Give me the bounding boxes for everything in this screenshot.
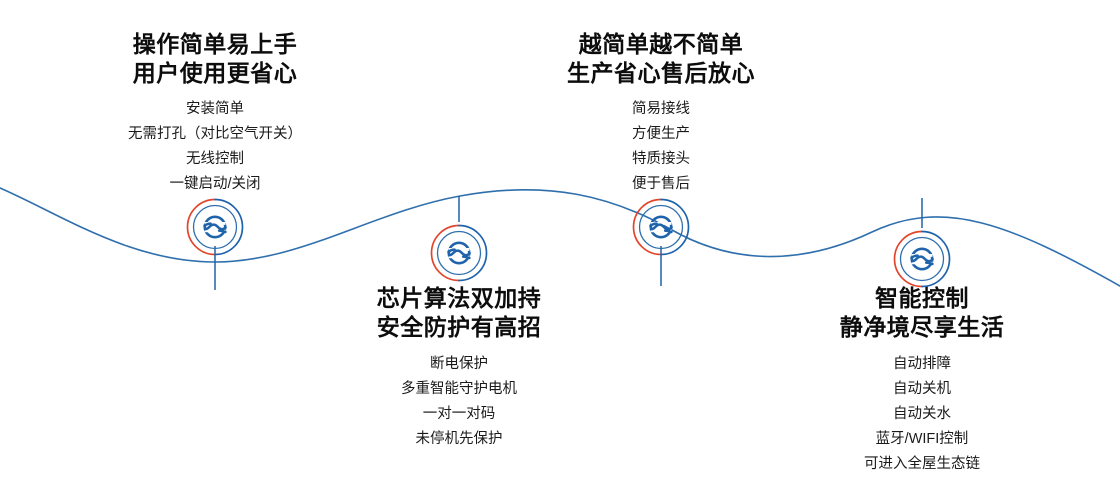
heading-line: 用户使用更省心 [132, 60, 298, 87]
wave-ring-icon [632, 198, 690, 256]
feature-heading-2: 芯片算法双加持 安全防护有高招 [339, 284, 579, 343]
wave-curve [0, 187, 1120, 287]
feature-block-3: 越简单越不简单 生产省心售后放心 简易接线 方便生产 特质接头 便于售后 [541, 30, 781, 197]
body-line: 蓝牙/WIFI控制 [875, 430, 969, 447]
wave-ring-icon [430, 224, 488, 282]
node-icon-3[interactable] [630, 196, 692, 258]
body-line: 便于售后 [632, 175, 690, 192]
body-line: 一对一对码 [422, 405, 496, 422]
node-icon-2[interactable] [428, 222, 490, 284]
body-line: 一键启动/关闭 [169, 175, 261, 192]
heading-line: 芯片算法双加持 [376, 285, 542, 311]
body-line: 简易接线 [632, 100, 690, 117]
feature-body-4: 自动排障 自动关机 自动关水 蓝牙/WIFI控制 可进入全屋生态链 [802, 352, 1042, 477]
wave-glyph [447, 241, 471, 265]
body-line: 可进入全屋生态链 [864, 455, 980, 472]
heading-line: 生产省心售后放心 [567, 60, 755, 87]
feature-heading-1: 操作简单易上手 用户使用更省心 [95, 30, 335, 89]
heading-line: 越简单越不简单 [578, 31, 744, 57]
heading-line: 智能控制 [875, 285, 969, 311]
feature-body-2: 断电保护 多重智能守护电机 一对一对码 未停机先保护 [339, 352, 579, 452]
heading-line: 操作简单易上手 [132, 31, 298, 57]
node-icon-4[interactable] [891, 228, 953, 290]
feature-body-1: 安装简单 无需打孔（对比空气开关） 无线控制 一键启动/关闭 [95, 97, 335, 197]
wave-ring-icon [186, 198, 244, 256]
feature-heading-4: 智能控制 静净境尽享生活 [802, 284, 1042, 343]
body-line: 断电保护 [430, 355, 488, 372]
body-line: 未停机先保护 [415, 430, 503, 447]
body-line: 自动排障 [893, 355, 951, 372]
feature-block-1: 操作简单易上手 用户使用更省心 安装简单 无需打孔（对比空气开关） 无线控制 一… [95, 30, 335, 197]
feature-block-4: 智能控制 静净境尽享生活 自动排障 自动关机 自动关水 蓝牙/WIFI控制 可进… [802, 284, 1042, 477]
body-line: 无线控制 [186, 150, 244, 167]
body-line: 安装简单 [186, 100, 244, 117]
heading-line: 静净境尽享生活 [839, 314, 1005, 341]
wave-glyph [649, 215, 673, 239]
body-line: 自动关水 [893, 405, 951, 422]
feature-heading-3: 越简单越不简单 生产省心售后放心 [541, 30, 781, 89]
body-line: 无需打孔（对比空气开关） [128, 125, 302, 142]
body-line: 方便生产 [632, 125, 690, 142]
feature-body-3: 简易接线 方便生产 特质接头 便于售后 [541, 97, 781, 197]
wave-glyph [203, 215, 227, 239]
body-line: 自动关机 [893, 380, 951, 397]
heading-line: 安全防护有高招 [376, 314, 542, 341]
body-line: 特质接头 [632, 150, 690, 167]
wave-glyph [910, 247, 934, 271]
feature-block-2: 芯片算法双加持 安全防护有高招 断电保护 多重智能守护电机 一对一对码 未停机先… [339, 284, 579, 452]
wave-ring-icon [893, 230, 951, 288]
node-icon-1[interactable] [184, 196, 246, 258]
body-line: 多重智能守护电机 [401, 380, 517, 397]
